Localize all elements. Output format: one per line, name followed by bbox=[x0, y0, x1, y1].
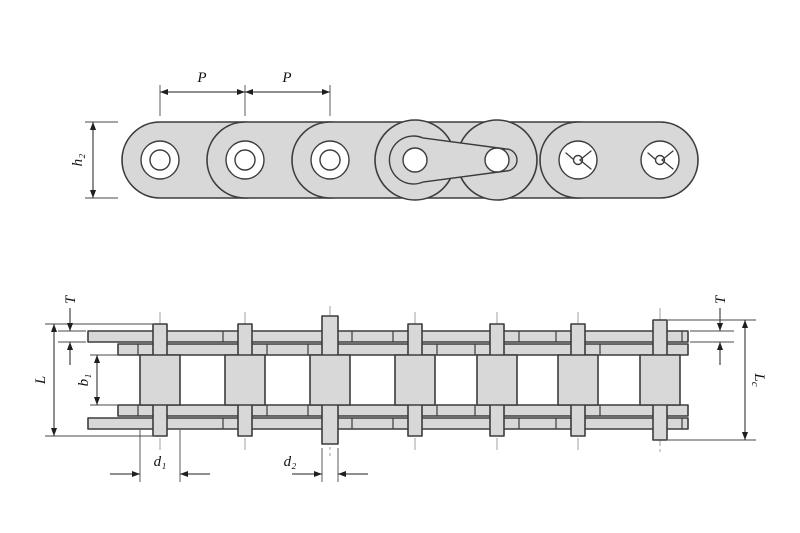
height-dimension: h₂ bbox=[70, 121, 118, 199]
pin-hole bbox=[484, 147, 510, 173]
pin-holes bbox=[140, 140, 680, 180]
pin-hole bbox=[402, 147, 428, 173]
plate-edge-ticks bbox=[137, 331, 683, 429]
cotter-pin-icon bbox=[660, 150, 674, 170]
pin-hole bbox=[234, 149, 256, 171]
inner-plate-strip-bottom bbox=[117, 404, 689, 417]
overall-length-label: L bbox=[33, 376, 49, 385]
outer-plate-strip-bottom bbox=[87, 417, 689, 430]
pitch-dimension: P P bbox=[159, 70, 331, 116]
pin-diameter-dimension: d₂ bbox=[284, 448, 368, 482]
roller-section bbox=[557, 354, 599, 406]
bottom-view-plan: L b₁ T T bbox=[33, 294, 767, 482]
plate-thickness-left-label: T bbox=[63, 294, 79, 304]
pin-hole bbox=[149, 149, 171, 171]
roller-section bbox=[309, 354, 351, 406]
top-view-side-elevation: P P h₂ bbox=[70, 70, 699, 201]
connecting-length-label-main: L bbox=[751, 372, 767, 381]
roller-diameter-label: d₁ bbox=[154, 454, 167, 470]
roller-section bbox=[476, 354, 518, 406]
pitch-label: P bbox=[281, 70, 291, 86]
inner-plate-strip-top bbox=[117, 343, 689, 356]
outer-plate-strip-top bbox=[87, 330, 689, 343]
offset-link-outline bbox=[388, 135, 518, 185]
plate-thickness-left-dimension: T bbox=[58, 294, 86, 365]
plate-thickness-right-dimension: T bbox=[690, 294, 734, 365]
connecting-length-label: Lc bbox=[749, 372, 767, 386]
roller-section bbox=[394, 354, 436, 406]
plate-thickness-right-label: T bbox=[713, 294, 729, 304]
pin-end bbox=[654, 154, 666, 166]
cotter-pin-icon bbox=[565, 152, 574, 160]
pin-diameter-label: d₂ bbox=[284, 454, 297, 470]
inner-width-dimension: b₁ bbox=[76, 354, 118, 406]
pin-hole bbox=[319, 149, 341, 171]
connecting-length-label-sub: c bbox=[749, 382, 761, 387]
roller-section bbox=[139, 354, 181, 406]
inner-width-label: b₁ bbox=[76, 374, 92, 387]
cotter-pin-icon bbox=[647, 152, 656, 160]
cotter-pin-icon bbox=[578, 150, 592, 170]
roller-section bbox=[224, 354, 266, 406]
pin-end bbox=[572, 154, 584, 166]
roller-diameter-dimension: d₁ bbox=[110, 430, 210, 482]
connecting-length-dimension: Lc bbox=[668, 319, 767, 441]
height-label: h₂ bbox=[70, 154, 86, 167]
overall-length-dimension: L bbox=[33, 323, 155, 437]
pitch-label: P bbox=[196, 70, 206, 86]
roller-section bbox=[639, 354, 681, 406]
